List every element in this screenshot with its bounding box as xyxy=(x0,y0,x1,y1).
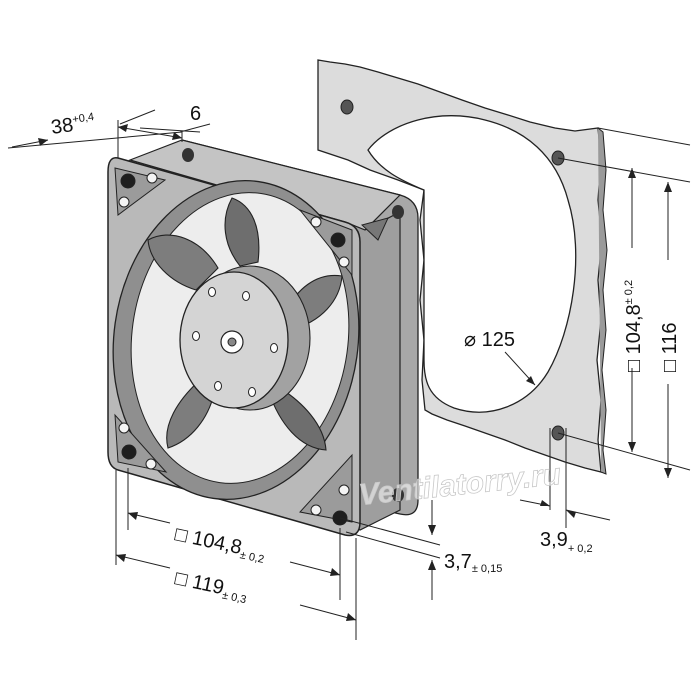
dim-frame-size-face-label: □ 119± 0,3 xyxy=(173,567,250,606)
dim-panel-size-label: □ 116 xyxy=(659,322,681,372)
dim-depth-label: 38+0,4 xyxy=(50,111,97,139)
dim-panel-hole-diameter-label: 3,9+ 0,2 xyxy=(540,529,593,555)
blade-4 xyxy=(267,387,327,451)
panel-edge xyxy=(597,127,608,475)
mounting-panel xyxy=(317,59,608,475)
flange-hole-right xyxy=(392,205,404,219)
dim-flange-label: 6 xyxy=(190,103,201,125)
dim-cutout-label: ⌀ 125 xyxy=(464,329,515,351)
panel-cutout xyxy=(367,115,577,413)
panel-hole-top-left xyxy=(340,99,354,115)
flange-hole-top xyxy=(182,148,194,162)
arrowheads xyxy=(38,124,672,621)
hub-center xyxy=(227,337,237,347)
fan-side-tab xyxy=(361,217,389,241)
dim-hole-diameter-label: 3,7± 0,15 xyxy=(444,551,502,575)
blade-5 xyxy=(166,379,215,449)
fan-blades xyxy=(147,197,343,451)
dim-panel-hole-spacing-label: □ 104,8± 0,2 xyxy=(623,280,645,372)
dim-hole-spacing-face-label: □ 104,8± 0,2 xyxy=(173,523,268,566)
blade-2 xyxy=(224,197,260,267)
fan xyxy=(107,139,419,537)
hub-holes xyxy=(192,287,278,397)
blade-1 xyxy=(147,234,219,291)
flange-hole-bottom xyxy=(392,488,404,502)
corner-holes xyxy=(118,172,350,526)
corner-bottom-right xyxy=(299,453,353,523)
